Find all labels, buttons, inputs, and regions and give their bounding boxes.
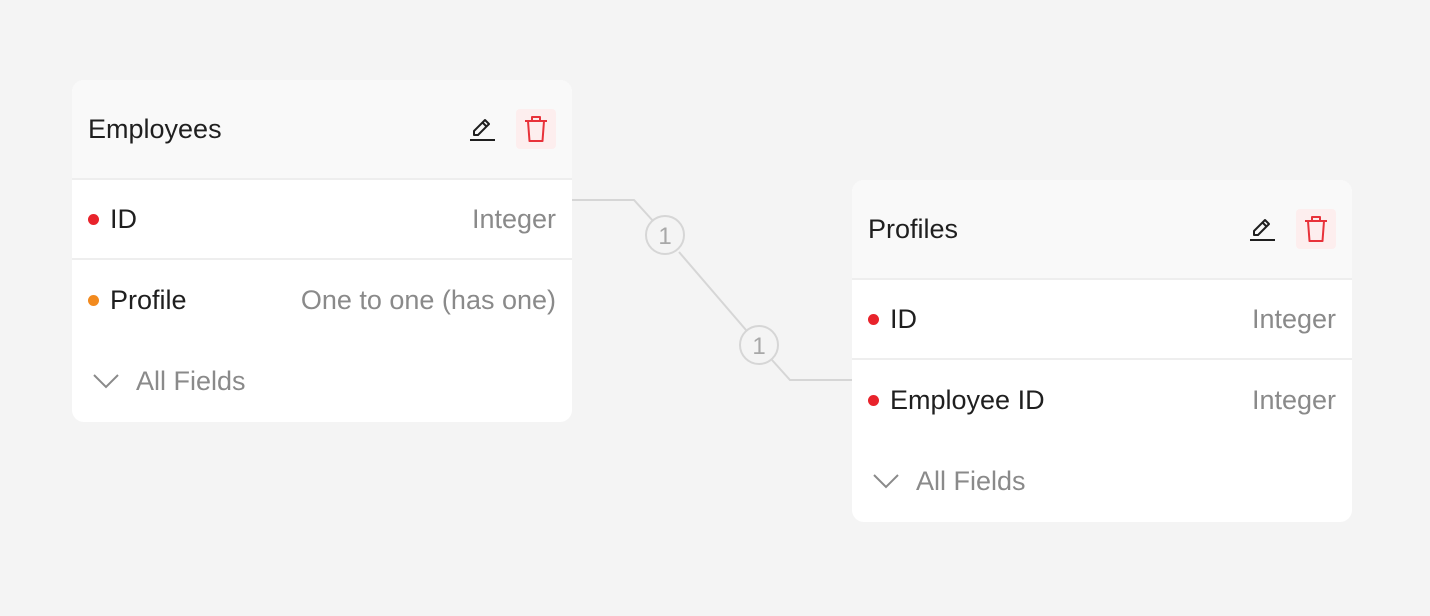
connector-line — [572, 199, 655, 223]
edit-table-button[interactable] — [1242, 209, 1282, 249]
trash-icon — [525, 116, 547, 142]
field-type: Integer — [1251, 384, 1336, 415]
table-header: Profiles — [852, 180, 1352, 280]
edit-table-button[interactable] — [462, 109, 502, 149]
field-row[interactable]: Employee ID Integer — [852, 360, 1352, 440]
connector-line — [678, 251, 747, 331]
all-fields-label: All Fields — [916, 465, 1026, 496]
primary-key-dot — [88, 213, 99, 225]
target-cardinality-badge — [739, 325, 779, 365]
trash-icon — [1305, 216, 1327, 242]
target-cardinality-label: 1 — [752, 333, 765, 360]
table-title: Employees — [88, 113, 222, 144]
table-header: Employees — [72, 80, 572, 180]
field-type: Integer — [471, 203, 556, 234]
table-card-employees[interactable]: Employees ID Integer — [72, 80, 572, 422]
primary-key-dot — [868, 313, 879, 325]
pencil-icon — [1250, 219, 1275, 241]
connector-line — [771, 359, 852, 381]
field-type: One to one (has one) — [300, 284, 556, 315]
all-fields-toggle[interactable]: All Fields — [852, 440, 1352, 522]
pencil-icon — [470, 119, 495, 141]
field-row[interactable]: ID Integer — [852, 280, 1352, 360]
field-row[interactable]: ID Integer — [72, 180, 572, 260]
delete-table-button[interactable] — [1296, 209, 1336, 249]
field-name: Employee ID — [890, 384, 1045, 415]
source-cardinality-label: 1 — [658, 223, 671, 250]
delete-table-button[interactable] — [516, 109, 556, 149]
chevron-down-icon — [872, 467, 900, 495]
relation-dot — [88, 294, 99, 306]
all-fields-label: All Fields — [136, 365, 246, 396]
primary-key-dot — [868, 394, 879, 406]
source-cardinality-badge — [645, 215, 685, 255]
field-name: ID — [110, 203, 137, 234]
field-name: ID — [890, 303, 917, 334]
field-name: Profile — [110, 284, 187, 315]
chevron-down-icon — [92, 367, 120, 395]
all-fields-toggle[interactable]: All Fields — [72, 340, 572, 422]
table-card-profiles[interactable]: Profiles ID Integer — [852, 180, 1352, 522]
field-row[interactable]: Profile One to one (has one) — [72, 260, 572, 340]
field-type: Integer — [1251, 303, 1336, 334]
table-title: Profiles — [868, 213, 959, 244]
